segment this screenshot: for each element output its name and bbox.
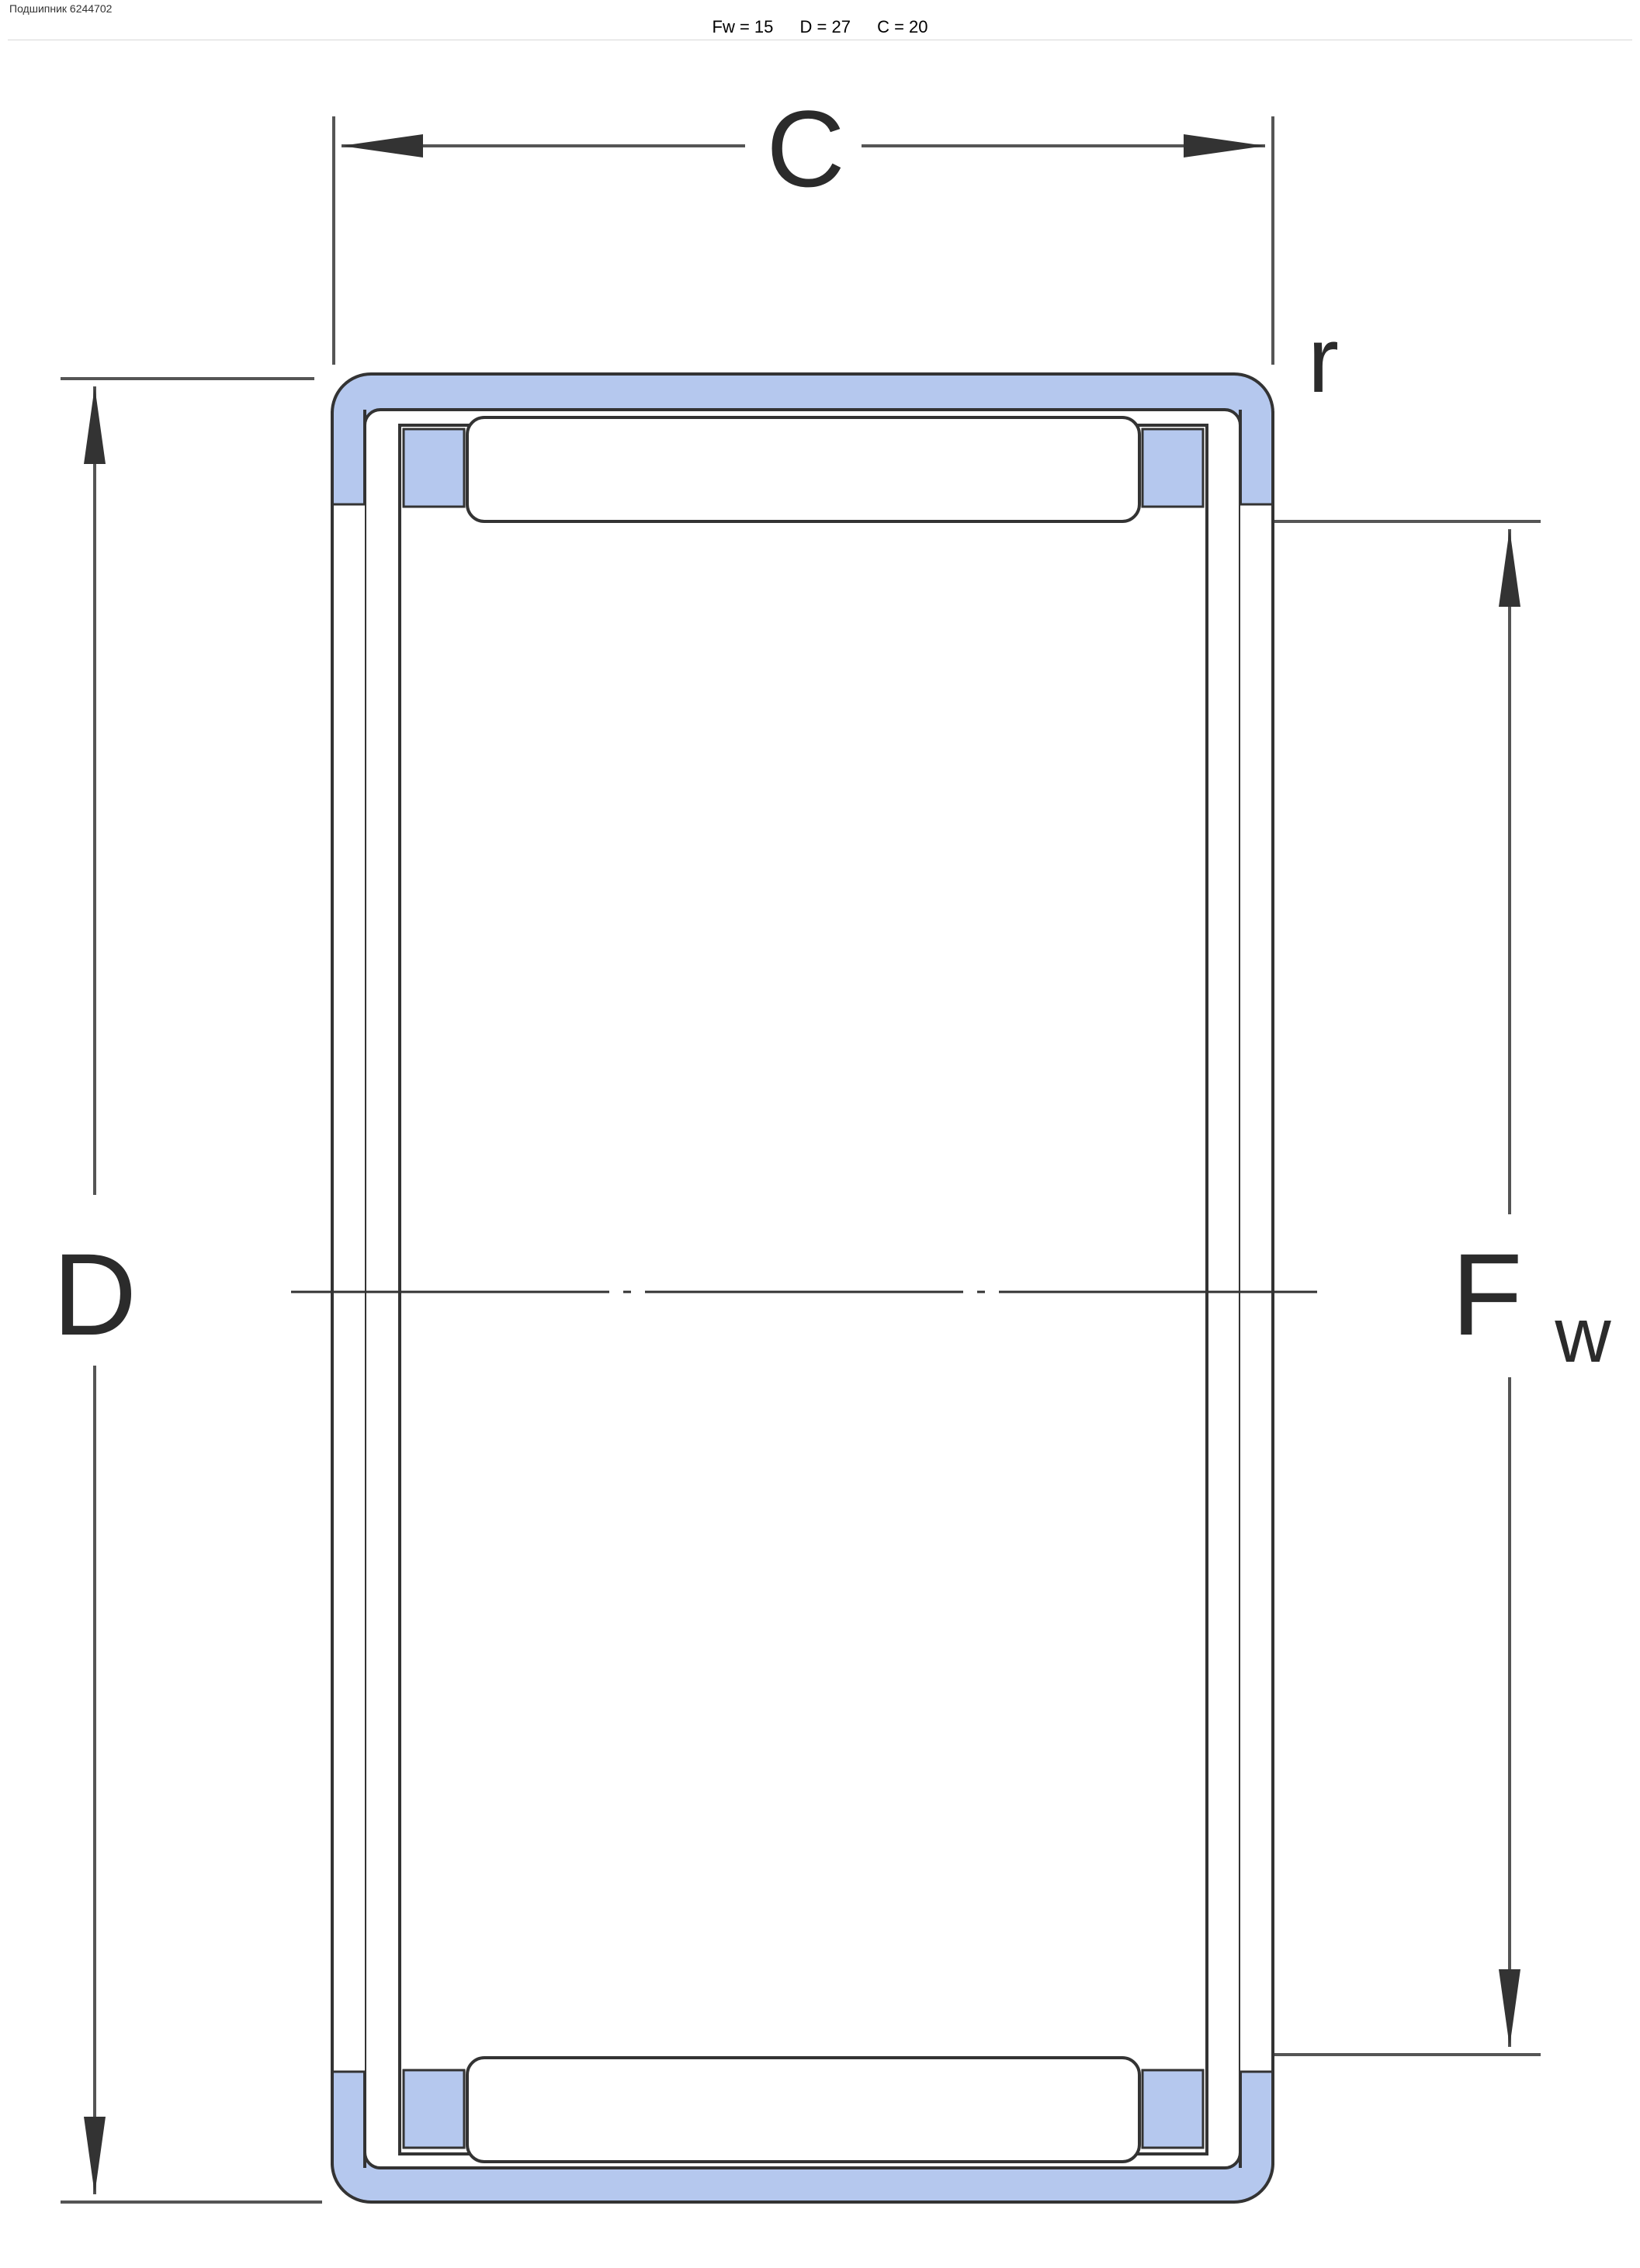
arrow-c-left <box>342 134 423 158</box>
shell-interior <box>363 408 1242 2169</box>
arrow-c-right <box>1184 134 1265 158</box>
cage-block-bottom-left <box>402 2069 466 2149</box>
cage-block-top-left <box>402 428 466 508</box>
needle-roller-top <box>466 416 1141 523</box>
label-c: C <box>766 88 844 209</box>
needle-roller-bottom <box>466 2056 1141 2163</box>
dimensions-summary: Fw = 15 D = 27 C = 20 <box>0 17 1640 40</box>
arrow-fw-bottom <box>1499 1969 1520 2047</box>
cage-block-bottom-right <box>1141 2069 1205 2149</box>
page-title: Подшипник 6244702 <box>9 2 113 15</box>
dim-fw: Fw = 15 <box>712 17 774 36</box>
label-fw-subscript: w <box>1554 1292 1611 1379</box>
label-d: D <box>53 1229 137 1359</box>
label-fw: F w <box>1451 1229 1611 1379</box>
shell-side-right <box>1240 504 1273 2072</box>
label-fw-letter: F <box>1451 1229 1523 1359</box>
arrow-d-top <box>84 386 106 464</box>
dimension-d <box>61 377 322 2204</box>
arrow-fw-top <box>1499 529 1520 607</box>
label-r: r <box>1308 308 1339 412</box>
dim-d: D = 27 <box>799 17 851 36</box>
cage-block-top-right <box>1141 428 1205 508</box>
dim-c: C = 20 <box>877 17 928 36</box>
arrow-d-bottom <box>84 2117 106 2194</box>
shell-side-left <box>332 504 365 2072</box>
